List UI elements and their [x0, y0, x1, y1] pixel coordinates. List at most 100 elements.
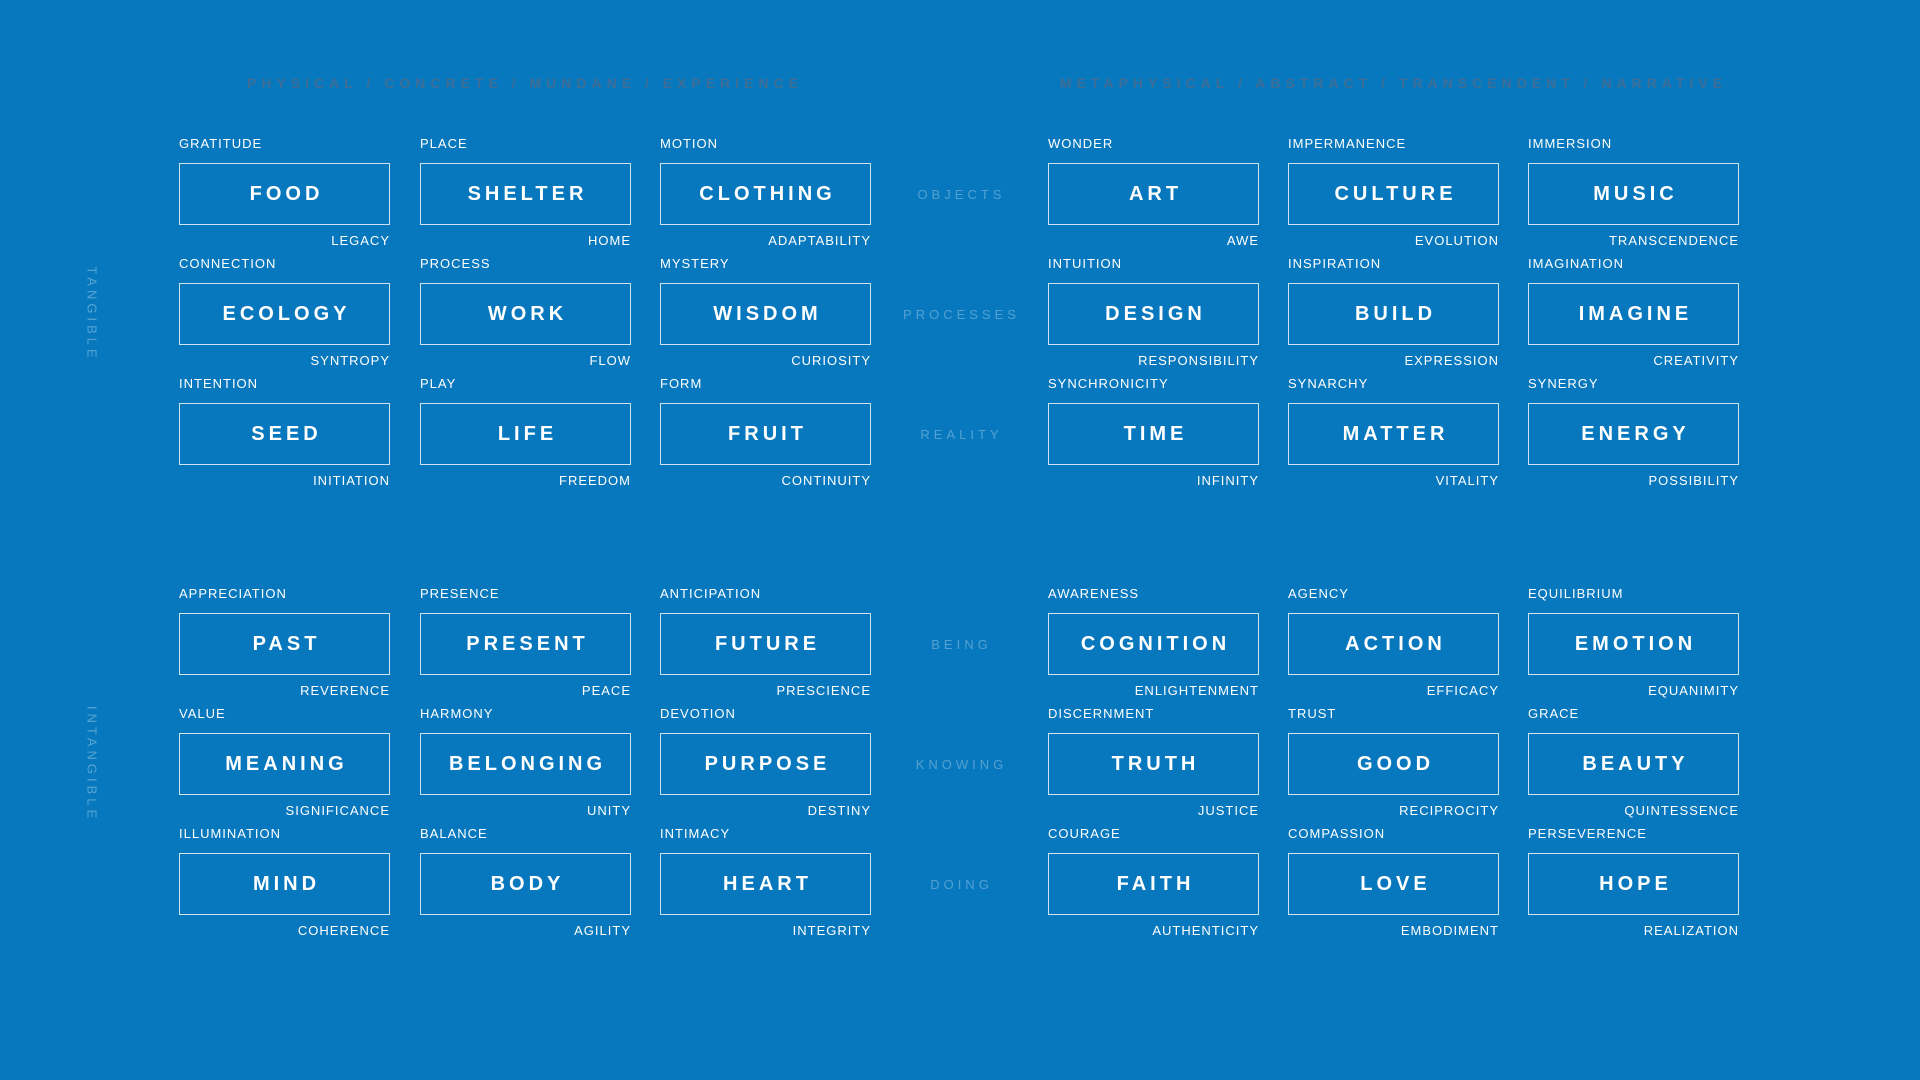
- outcome-label: RECIPROCITY: [1399, 803, 1499, 818]
- concept-box-emotion: EMOTION: [1528, 613, 1739, 675]
- outcome-label: ADAPTABILITY: [768, 233, 871, 248]
- context-label: FORM: [660, 376, 703, 391]
- concept-cell-purpose: DEVOTION PURPOSE DESTINY: [660, 706, 871, 818]
- context-label: PERSEVERENCE: [1528, 826, 1647, 841]
- outcome-label: PRESCIENCE: [776, 683, 871, 698]
- outcome-label: RESPONSIBILITY: [1138, 353, 1259, 368]
- row-category-being: BEING: [931, 636, 992, 652]
- concept-box-body: BODY: [420, 853, 631, 915]
- outcome-label: INFINITY: [1196, 473, 1259, 488]
- context-label: EQUILIBRIUM: [1528, 586, 1624, 601]
- concept-box-ecology: ECOLOGY: [179, 283, 390, 345]
- context-label: PLAY: [420, 376, 457, 391]
- concept-box-time: TIME: [1048, 403, 1259, 465]
- outcome-label: INITIATION: [313, 473, 390, 488]
- concept-box-culture: CULTURE: [1288, 163, 1499, 225]
- context-label: ILLUMINATION: [179, 826, 282, 841]
- outcome-label: POSSIBILITY: [1648, 473, 1739, 488]
- axis-label-tangible: TANGIBLE: [84, 266, 100, 362]
- context-label: VALUE: [179, 706, 226, 721]
- concept-box-seed: SEED: [179, 403, 390, 465]
- header-physical-axis: PHYSICAL / CONCRETE / MUNDANE / EXPERIEN…: [247, 75, 803, 91]
- context-label: COURAGE: [1048, 826, 1121, 841]
- concept-cell-time: SYNCHRONICITY TIME INFINITY: [1048, 376, 1259, 488]
- concept-box-shelter: SHELTER: [420, 163, 631, 225]
- outcome-label: EMBODIMENT: [1400, 923, 1499, 938]
- row-category-processes: PROCESSES: [903, 306, 1020, 322]
- outcome-label: ENLIGHTENMENT: [1134, 683, 1259, 698]
- concept-cell-meaning: VALUE MEANING SIGNIFICANCE: [179, 706, 390, 818]
- header-metaphysical-axis: METAPHYSICAL / ABSTRACT / TRANSCENDENT /…: [1059, 75, 1728, 91]
- concept-box-past: PAST: [179, 613, 390, 675]
- concept-box-meaning: MEANING: [179, 733, 390, 795]
- outcome-label: QUINTESSENCE: [1624, 803, 1739, 818]
- context-label: GRACE: [1528, 706, 1580, 721]
- row-category-doing: DOING: [930, 876, 993, 892]
- concept-box-wisdom: WISDOM: [660, 283, 871, 345]
- concept-box-purpose: PURPOSE: [660, 733, 871, 795]
- outcome-label: EQUANIMITY: [1648, 683, 1739, 698]
- concept-box-faith: FAITH: [1048, 853, 1259, 915]
- context-label: AWARENESS: [1048, 586, 1140, 601]
- concept-box-present: PRESENT: [420, 613, 631, 675]
- concept-box-beauty: BEAUTY: [1528, 733, 1739, 795]
- context-label: PRESENCE: [420, 586, 500, 601]
- context-label: DEVOTION: [660, 706, 736, 721]
- outcome-label: UNITY: [587, 803, 631, 818]
- row-category-reality: REALITY: [920, 426, 1003, 442]
- outcome-label: DESTINY: [807, 803, 871, 818]
- concept-box-music: MUSIC: [1528, 163, 1739, 225]
- context-label: SYNARCHY: [1288, 376, 1369, 391]
- concept-box-design: DESIGN: [1048, 283, 1259, 345]
- context-label: DISCERNMENT: [1048, 706, 1155, 721]
- context-label: WONDER: [1048, 136, 1114, 151]
- context-label: ANTICIPATION: [660, 586, 762, 601]
- concept-box-heart: HEART: [660, 853, 871, 915]
- outcome-label: FLOW: [589, 353, 631, 368]
- context-label: APPRECIATION: [179, 586, 287, 601]
- outcome-label: SYNTROPY: [310, 353, 390, 368]
- context-label: AGENCY: [1288, 586, 1349, 601]
- row-category-objects: OBJECTS: [917, 186, 1006, 202]
- concept-box-food: FOOD: [179, 163, 390, 225]
- row-category-knowing: KNOWING: [915, 756, 1008, 772]
- concept-box-belonging: BELONGING: [420, 733, 631, 795]
- outcome-label: COHERENCE: [297, 923, 390, 938]
- outcome-label: CONTINUITY: [781, 473, 871, 488]
- context-label: PLACE: [420, 136, 468, 151]
- outcome-label: AUTHENTICITY: [1152, 923, 1259, 938]
- outcome-label: AGILITY: [574, 923, 631, 938]
- concept-cell-emotion: EQUILIBRIUM EMOTION EQUANIMITY: [1528, 586, 1739, 698]
- outcome-label: HOME: [588, 233, 631, 248]
- context-label: SYNERGY: [1528, 376, 1599, 391]
- context-label: CONNECTION: [179, 256, 277, 271]
- concept-box-truth: TRUTH: [1048, 733, 1259, 795]
- outcome-label: INTEGRITY: [792, 923, 871, 938]
- outcome-label: CREATIVITY: [1653, 353, 1739, 368]
- concept-box-hope: HOPE: [1528, 853, 1739, 915]
- context-label: COMPASSION: [1288, 826, 1386, 841]
- concept-box-good: GOOD: [1288, 733, 1499, 795]
- outcome-label: SIGNIFICANCE: [285, 803, 390, 818]
- context-label: SYNCHRONICITY: [1048, 376, 1169, 391]
- context-label: PROCESS: [420, 256, 491, 271]
